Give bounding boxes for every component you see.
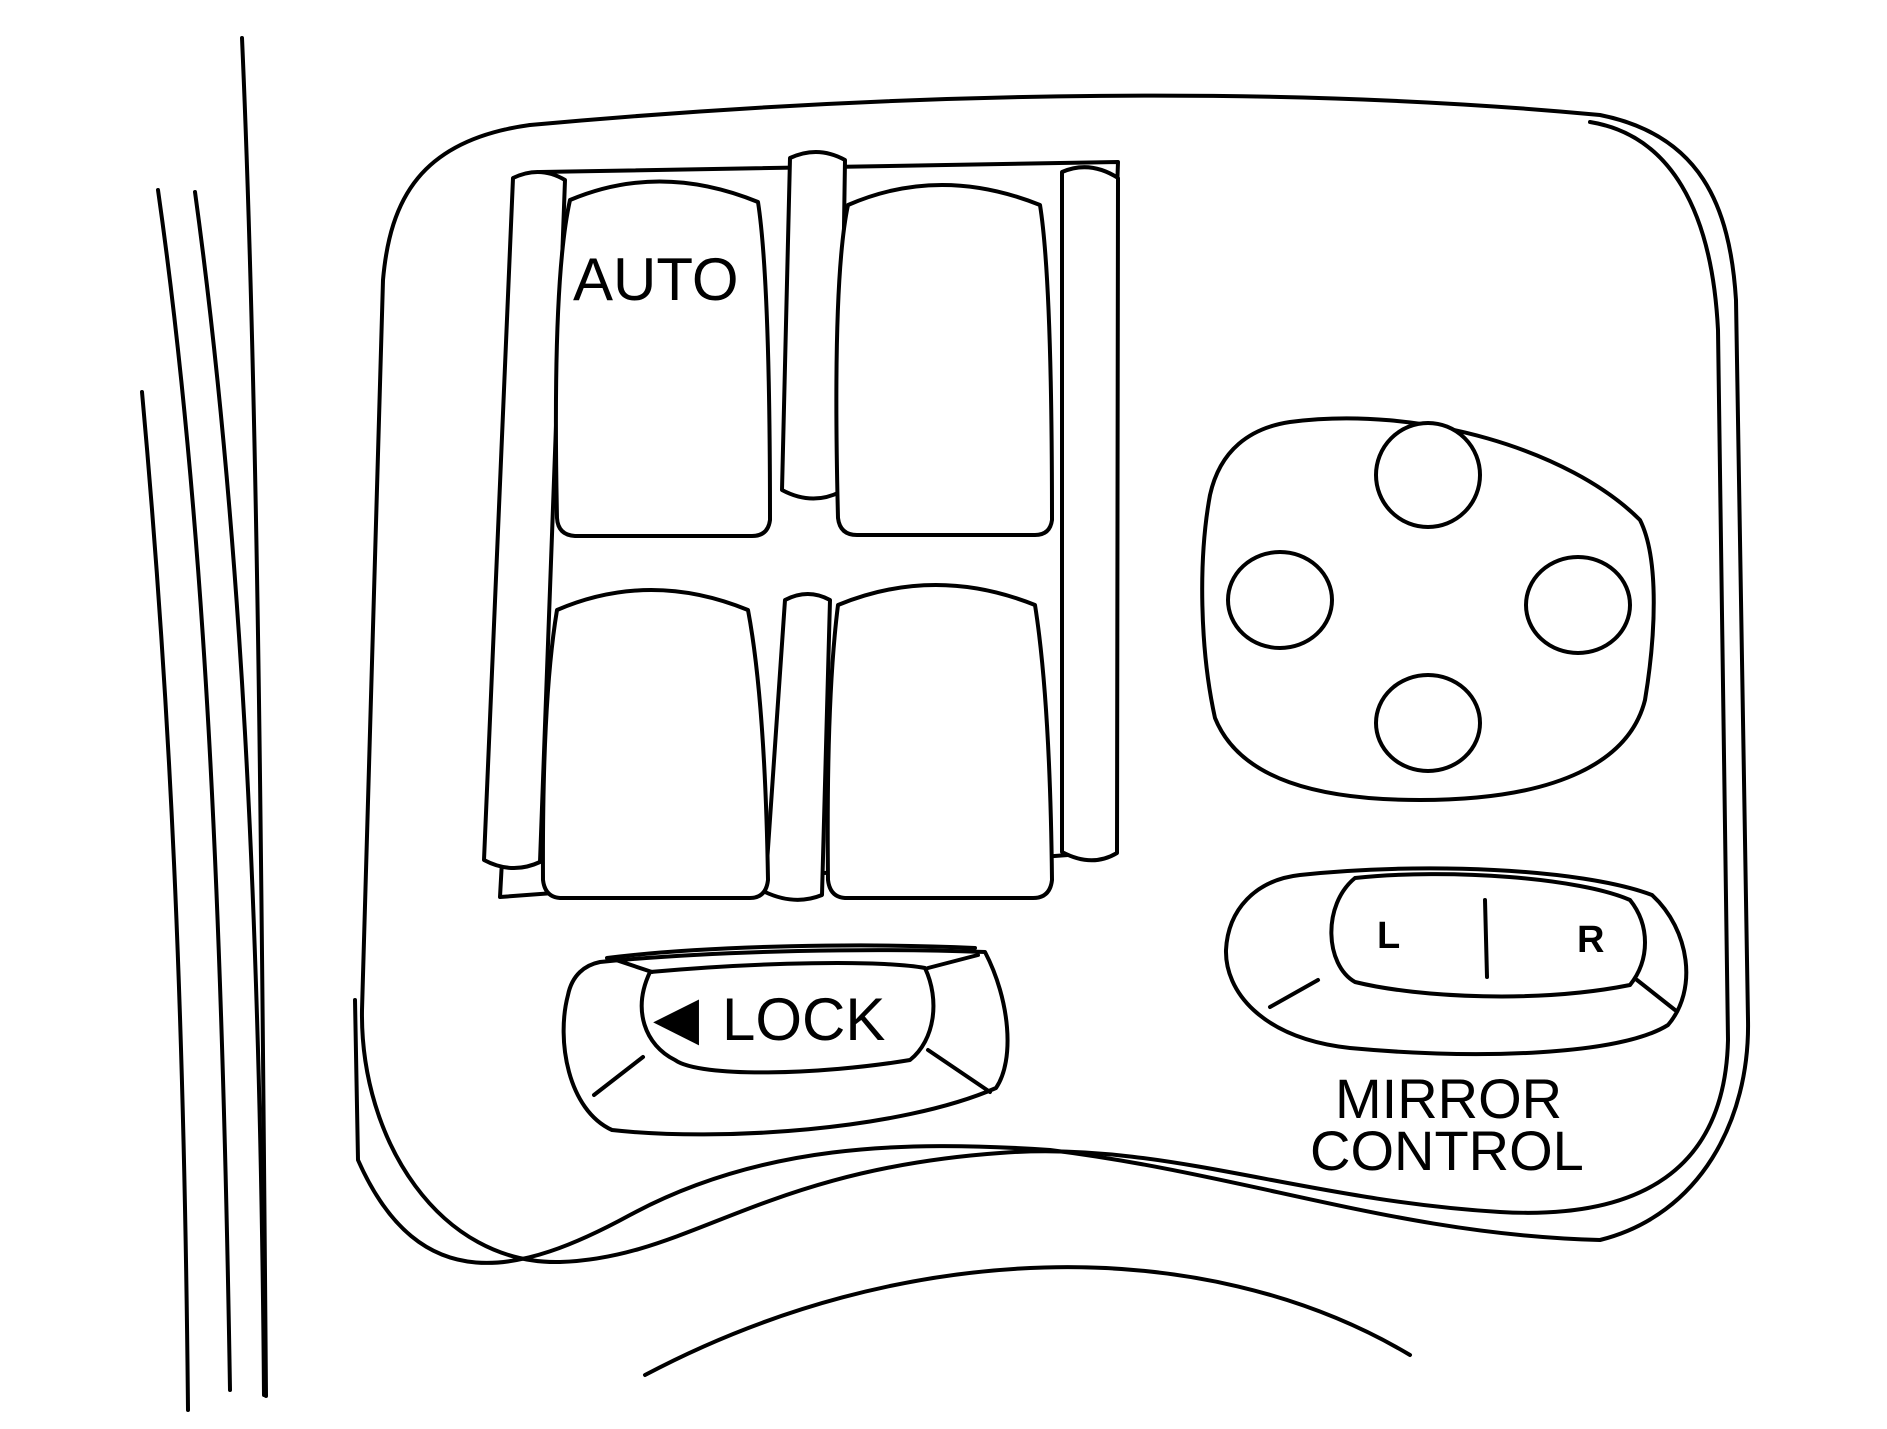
switch-rail-center-lower [763,592,832,902]
switch-rail-right [1060,165,1120,863]
armrest-plate [353,93,1751,1265]
window-lock-switch[interactable]: ◀ LOCK [561,943,1010,1137]
mirror-control-line1: MIRROR [1335,1067,1562,1130]
mirror-control-line2: CONTROL [1310,1119,1584,1182]
armrest-lower-curve [643,1265,1412,1377]
mirror-direction-pad [1200,416,1656,802]
door-trim-lines [140,36,268,1412]
mirror-up-button[interactable] [1374,421,1482,529]
window-switch-driver[interactable]: AUTO [553,179,772,538]
window-switch-rear-right[interactable] [825,583,1054,900]
lock-arrow-icon: ◀ [653,984,699,1051]
mirror-left-label: L [1377,915,1400,957]
window-switch-passenger[interactable] [834,183,1054,537]
mirror-left-button[interactable] [1226,550,1334,650]
mirror-select-switch[interactable]: L R [1223,866,1689,1057]
mirror-down-button[interactable] [1374,673,1482,773]
mirror-right-button[interactable] [1524,555,1632,655]
mirror-control-caption: MIRROR CONTROL [1310,1067,1584,1182]
auto-label: AUTO [573,246,739,313]
switch-rail-left [482,170,567,870]
window-switch-rear-left[interactable] [540,588,770,900]
window-switch-cluster: AUTO [482,150,1120,902]
lock-label: LOCK [722,986,885,1053]
mirror-right-label: R [1577,919,1604,961]
